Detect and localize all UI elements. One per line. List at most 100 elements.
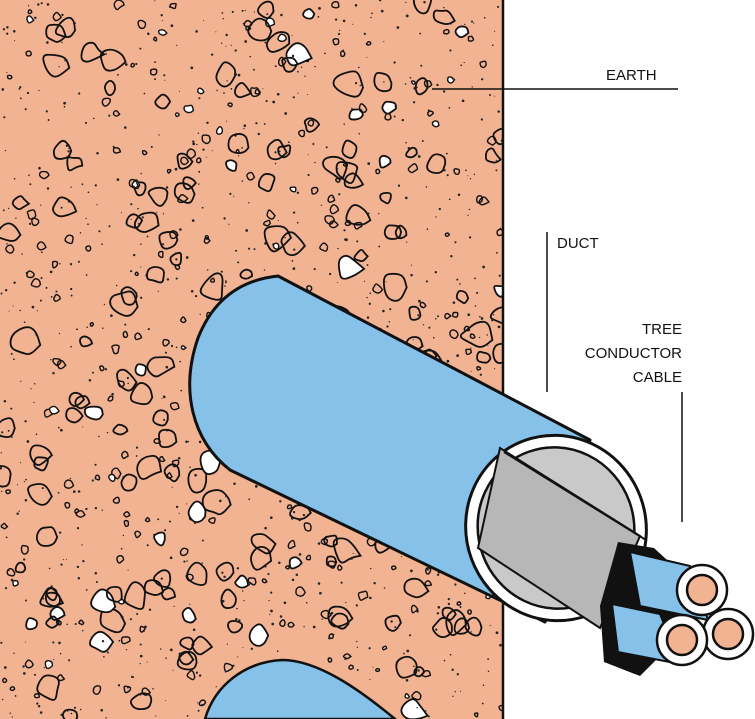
grain-dot xyxy=(452,78,453,79)
grain-dot xyxy=(352,172,353,173)
grain-dot xyxy=(333,634,334,635)
grain-dot xyxy=(308,154,309,155)
grain-dot xyxy=(324,53,326,55)
grain-dot xyxy=(215,31,216,32)
grain-dot xyxy=(175,168,178,171)
grain-dot xyxy=(6,72,7,73)
grain-dot xyxy=(152,688,154,690)
grain-dot xyxy=(11,353,13,355)
grain-dot xyxy=(483,685,485,687)
grain-dot xyxy=(130,618,132,620)
grain-dot xyxy=(192,143,195,146)
grain-dot xyxy=(353,553,354,554)
grain-dot xyxy=(498,326,501,329)
grain-dot xyxy=(449,49,451,51)
pebble xyxy=(176,113,180,116)
grain-dot xyxy=(303,626,304,627)
grain-dot xyxy=(454,583,456,585)
grain-dot xyxy=(428,327,430,329)
grain-dot xyxy=(222,12,224,14)
grain-dot xyxy=(126,649,127,650)
grain-dot xyxy=(462,99,465,102)
grain-dot xyxy=(389,308,391,310)
grain-dot xyxy=(70,478,71,479)
grain-dot xyxy=(225,496,226,497)
grain-dot xyxy=(417,669,419,671)
grain-dot xyxy=(457,673,459,675)
grain-dot xyxy=(422,140,424,142)
grain-dot xyxy=(479,316,481,318)
grain-dot xyxy=(147,33,150,36)
grain-dot xyxy=(344,238,347,241)
grain-dot xyxy=(337,282,338,283)
grain-dot xyxy=(339,30,340,31)
grain-dot xyxy=(446,153,448,155)
grain-dot xyxy=(378,213,379,214)
grain-dot xyxy=(193,628,196,631)
grain-dot xyxy=(201,704,202,705)
grain-dot xyxy=(92,372,94,374)
grain-dot xyxy=(88,192,90,194)
grain-dot xyxy=(206,122,208,124)
grain-dot xyxy=(186,560,187,561)
grain-dot xyxy=(80,709,82,711)
grain-dot xyxy=(23,558,25,560)
grain-dot xyxy=(299,553,302,556)
grain-dot xyxy=(96,152,99,155)
grain-dot xyxy=(226,121,227,122)
grain-dot xyxy=(199,674,201,676)
earth-label: EARTH xyxy=(606,67,657,84)
grain-dot xyxy=(125,63,128,66)
grain-dot xyxy=(493,314,494,315)
grain-dot xyxy=(8,430,10,432)
grain-dot xyxy=(351,558,353,560)
grain-dot xyxy=(235,49,237,51)
pebble xyxy=(85,407,103,420)
pebble xyxy=(26,618,37,629)
grain-dot xyxy=(25,600,27,602)
grain-dot xyxy=(95,572,98,575)
grain-dot xyxy=(355,82,357,84)
grain-dot xyxy=(37,310,38,311)
grain-dot xyxy=(245,229,248,232)
grain-dot xyxy=(100,709,103,712)
grain-dot xyxy=(369,303,371,305)
grain-dot xyxy=(222,600,225,603)
grain-dot xyxy=(198,171,200,173)
grain-dot xyxy=(370,293,372,295)
grain-dot xyxy=(423,324,424,325)
grain-dot xyxy=(71,295,73,297)
grain-dot xyxy=(166,430,168,432)
pebble xyxy=(290,187,296,192)
grain-dot xyxy=(394,626,396,628)
grain-dot xyxy=(127,686,129,688)
grain-dot xyxy=(226,80,227,81)
grain-dot xyxy=(373,582,375,584)
grain-dot xyxy=(24,481,25,482)
grain-dot xyxy=(12,717,13,718)
grain-dot xyxy=(38,705,40,707)
grain-dot xyxy=(102,510,103,511)
grain-dot xyxy=(6,243,8,245)
grain-dot xyxy=(66,559,67,560)
grain-dot xyxy=(92,479,94,481)
grain-dot xyxy=(279,151,281,153)
grain-dot xyxy=(1,485,3,487)
grain-dot xyxy=(223,576,225,578)
grain-dot xyxy=(70,263,72,265)
grain-dot xyxy=(6,26,8,28)
grain-dot xyxy=(219,500,222,503)
grain-dot xyxy=(364,281,365,282)
grain-dot xyxy=(464,593,466,595)
grain-dot xyxy=(140,173,141,174)
grain-dot xyxy=(402,119,404,121)
grain-dot xyxy=(137,208,139,210)
grain-dot xyxy=(179,91,180,92)
grain-dot xyxy=(410,274,413,277)
grain-dot xyxy=(356,641,357,642)
grain-dot xyxy=(202,207,204,209)
grain-dot xyxy=(176,506,178,508)
grain-dot xyxy=(13,653,14,654)
grain-dot xyxy=(357,647,358,648)
